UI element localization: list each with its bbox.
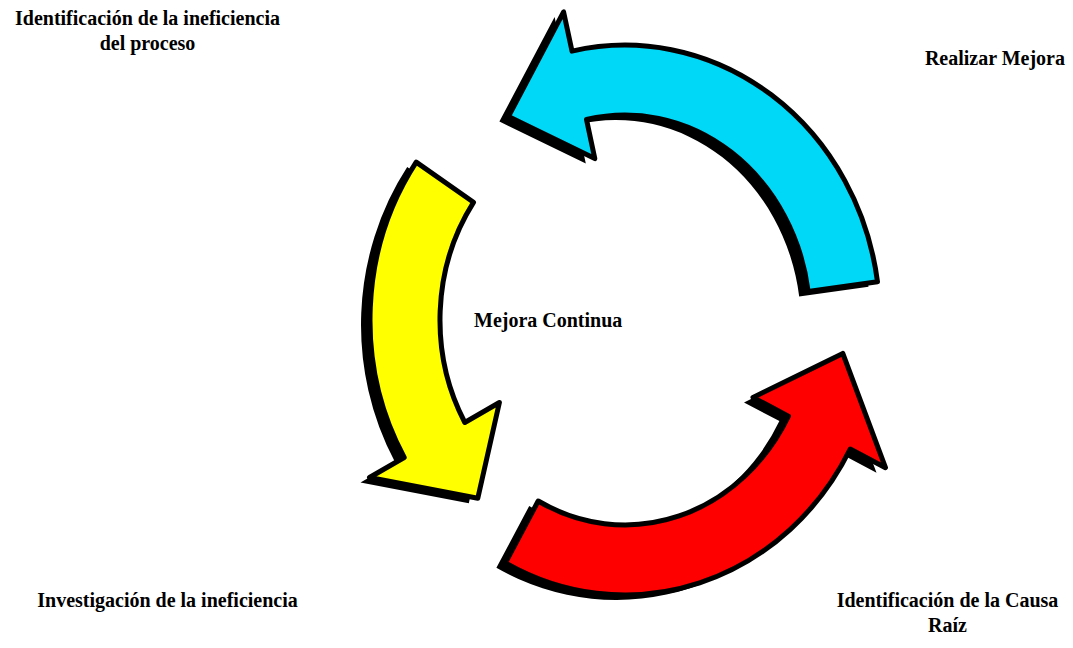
center-title: Mejora Continua (474, 308, 622, 333)
step-label: Realizar Mejora (860, 46, 1065, 71)
cyan-arrow (508, 12, 877, 292)
step-label: Identificación de la ineficiencia del pr… (15, 6, 280, 56)
red-arrow (505, 353, 885, 595)
step-label: Identificación de la Causa Raíz (830, 588, 1065, 638)
step-label: Investigación de la ineficiencia (35, 588, 300, 613)
